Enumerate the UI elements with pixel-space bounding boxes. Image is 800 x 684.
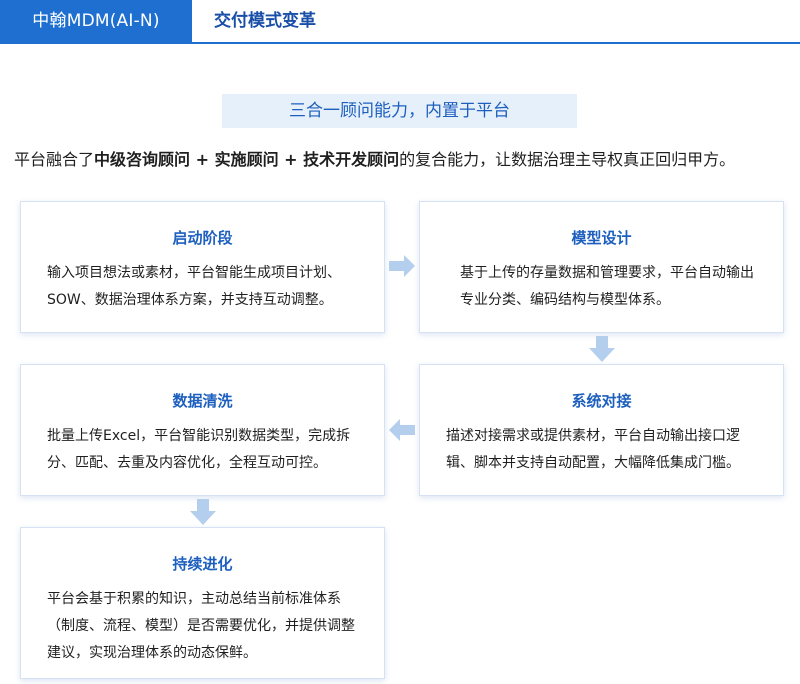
step-card-data-cleansing: 数据清洗 批量上传Excel，平台智能识别数据类型，完成拆分、匹配、去重及内容优… [20, 364, 385, 496]
arrow-down-icon [190, 499, 216, 525]
step-description: 批量上传Excel，平台智能识别数据类型，完成拆分、匹配、去重及内容优化，全程互… [47, 428, 351, 471]
arrow-left-icon [389, 419, 415, 441]
step-title: 持续进化 [172, 555, 233, 573]
step-title: 启动阶段 [172, 229, 233, 247]
section-title: 交付模式变革 [214, 11, 316, 31]
step-title: 系统对接 [571, 392, 632, 410]
step-description: 基于上传的存量数据和管理要求，平台自动输出专业分类、编码结构与模型体系。 [460, 265, 754, 308]
intro-prefix: 平台融合了 [14, 150, 95, 169]
step-description: 输入项目想法或素材，平台智能生成项目计划、SOW、数据治理体系方案，并支持互动调… [47, 265, 341, 308]
arrow-down-icon [589, 336, 615, 362]
brand-badge: 中翰MDM(AI-N) [0, 0, 192, 42]
step-card-model-design: 模型设计 基于上传的存量数据和管理要求，平台自动输出专业分类、编码结构与模型体系… [419, 201, 784, 333]
step-card-integration: 系统对接 描述对接需求或提供素材，平台自动输出接口逻辑、脚本并支持自动配置，大幅… [419, 364, 784, 496]
step-card-continuous-evolution: 持续进化 平台会基于积累的知识，主动总结当前标准体系（制度、流程、模型）是否需要… [20, 527, 385, 679]
step-card-start: 启动阶段 输入项目想法或素材，平台智能生成项目计划、SOW、数据治理体系方案，并… [20, 201, 385, 333]
step-description: 描述对接需求或提供素材，平台自动输出接口逻辑、脚本并支持自动配置，大幅降低集成门… [446, 428, 740, 471]
step-title: 模型设计 [571, 229, 632, 247]
intro-highlight: 中级咨询顾问 + 实施顾问 + 技术开发顾问 [94, 150, 400, 169]
intro-suffix: 的复合能力，让数据治理主导权真正回归甲方。 [399, 150, 736, 169]
step-description: 平台会基于积累的知识，主动总结当前标准体系（制度、流程、模型）是否需要优化，并提… [47, 591, 355, 661]
arrow-right-icon [389, 255, 415, 277]
step-title: 数据清洗 [172, 392, 233, 410]
intro-paragraph: 平台融合了中级咨询顾问 + 实施顾问 + 技术开发顾问的复合能力，让数据治理主导… [14, 146, 794, 174]
header-divider [0, 42, 800, 44]
subtitle-banner: 三合一顾问能力，内置于平台 [222, 94, 577, 128]
